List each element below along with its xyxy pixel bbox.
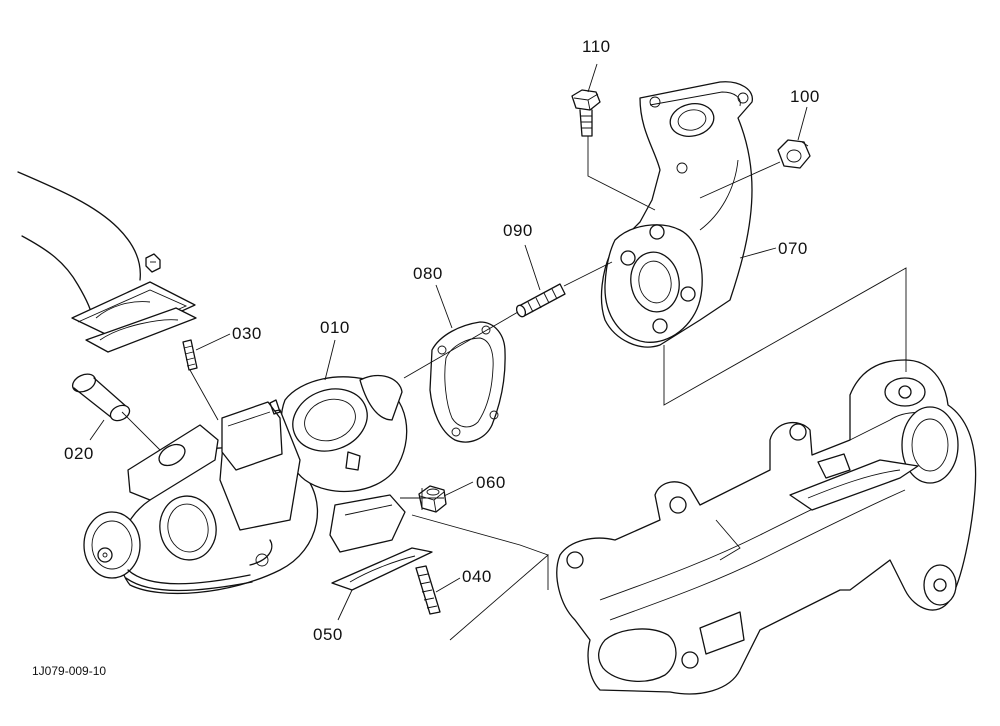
callout-110: 110 [582,37,611,56]
gasket-080-drawing [429,321,506,443]
callout-030: 030 [232,324,262,343]
stud-040-drawing [415,565,441,615]
callout-050: 050 [313,625,343,644]
callout-070: 070 [778,239,808,258]
elbow-070-drawing [600,81,753,348]
callout-040: 040 [462,567,492,586]
stud-030-drawing [182,339,198,371]
callout-090: 090 [503,221,533,240]
pipe-flange-gasket-drawing [85,307,197,353]
figure-id: 1J079-009-10 [32,664,106,678]
callout-010: 010 [320,318,350,337]
callout-100: 100 [790,87,820,106]
bolt-110-drawing [571,89,601,137]
nut-100-drawing [777,139,811,169]
leader-lines [89,63,907,641]
turbocharger-drawing [83,375,408,595]
nut-060-drawing [418,485,447,513]
exhaust-pipe-drawing [17,171,196,341]
callout-080: 080 [413,264,443,283]
exhaust-manifold-drawing [556,359,977,695]
gasket-050-drawing [331,547,433,591]
callout-labels: 110 100 070 090 080 010 030 020 060 040 … [32,37,820,678]
pipe-020-drawing [71,373,131,422]
callout-020: 020 [64,444,94,463]
callout-060: 060 [476,473,506,492]
stud-090-drawing [515,283,566,318]
